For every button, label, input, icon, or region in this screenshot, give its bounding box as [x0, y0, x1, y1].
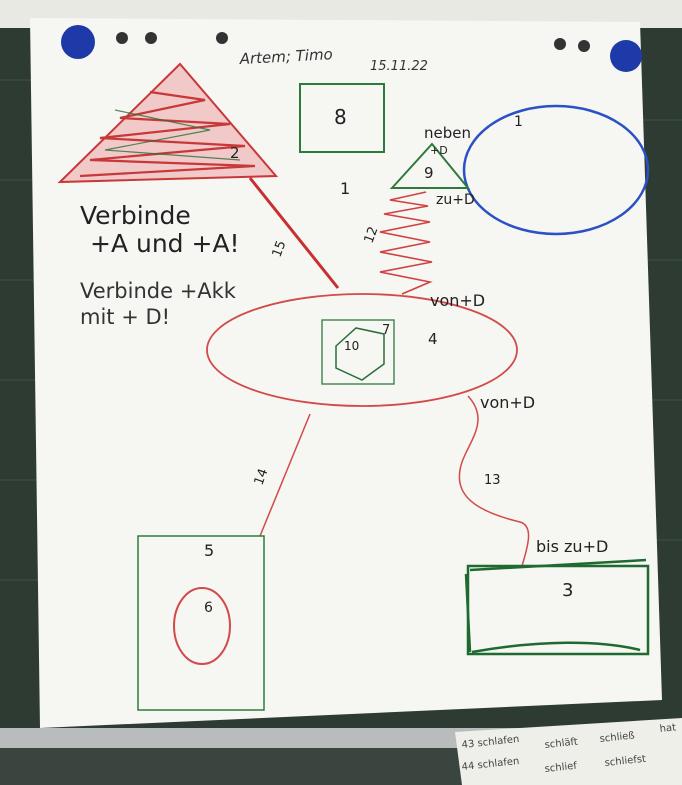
- big-ellipse: [206, 293, 518, 407]
- blue-circle-label: 1: [514, 114, 523, 130]
- line-15: [248, 177, 340, 289]
- instruction-line-2: +A und +A!: [90, 229, 240, 258]
- big-triangle: [57, 62, 279, 184]
- blue-circle: [462, 104, 650, 236]
- hexagon: [335, 327, 385, 381]
- rect-right: [464, 558, 650, 656]
- inner-square: [321, 319, 395, 385]
- inner-square-label: 7: [382, 323, 390, 338]
- tray-word: hat: [659, 722, 677, 735]
- magnet-blue-left: [61, 25, 95, 59]
- rect-left: [137, 535, 265, 711]
- zigzag-connector: [379, 191, 433, 295]
- paper-holes: [116, 32, 590, 52]
- square-top: [299, 83, 385, 153]
- label-15: 15: [270, 239, 290, 260]
- tray-word: schließ: [599, 730, 635, 745]
- instruction-line-3: Verbinde +Akk: [80, 279, 237, 303]
- label-zu: zu+D: [436, 192, 475, 208]
- small-triangle-label: 9: [424, 164, 434, 182]
- line-14: [259, 413, 311, 537]
- label-neben: neben: [424, 124, 471, 142]
- label-12: 12: [362, 225, 382, 246]
- tray-word: schläft: [544, 737, 578, 751]
- tray-word: schlief: [544, 761, 578, 775]
- label-neben-case: +D: [430, 144, 448, 157]
- small-triangle: [389, 142, 471, 189]
- instruction-line-1: Verbinde: [80, 201, 191, 230]
- line-13: [458, 395, 530, 567]
- red-oval-label: 6: [204, 600, 213, 616]
- hexagon-label: 10: [344, 339, 359, 353]
- tray-word: schliefst: [604, 754, 646, 769]
- word-card: [455, 718, 682, 785]
- rect-right-label: 3: [562, 580, 573, 601]
- instruction-line-4: mit + D!: [80, 305, 170, 329]
- square-top-label: 8: [334, 105, 347, 129]
- big-triangle-label: 2: [230, 144, 240, 162]
- big-ellipse-label: 4: [428, 330, 438, 348]
- label-von-2: von+D: [480, 393, 535, 412]
- label-11: 1: [340, 179, 350, 198]
- magnet-blue-right: [610, 40, 642, 72]
- header-names: Artem; Timo: [238, 45, 333, 68]
- label-bis: bis zu+D: [536, 537, 608, 556]
- label-13: 13: [484, 473, 501, 488]
- label-von-1: von+D: [430, 291, 485, 310]
- label-14: 14: [252, 467, 272, 488]
- rect-left-label: 5: [204, 541, 214, 560]
- header-date: 15.11.22: [370, 59, 428, 74]
- red-oval: [173, 587, 231, 665]
